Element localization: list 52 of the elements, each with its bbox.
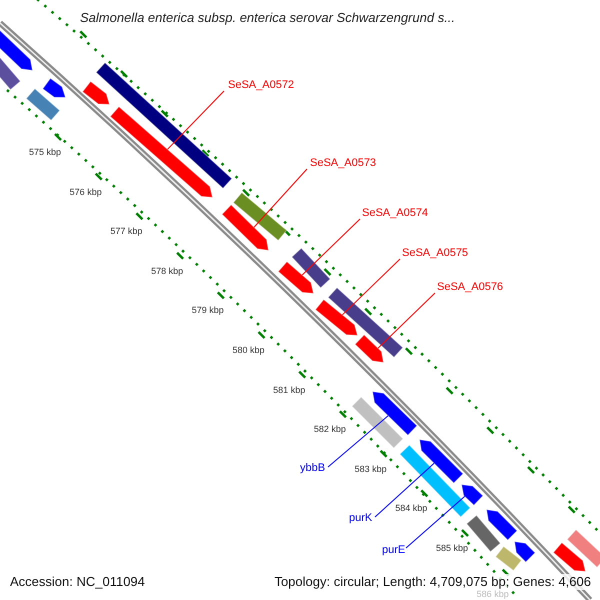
gene-feature — [221, 204, 270, 251]
position-label: 585 kbp — [436, 543, 468, 553]
accession-text: Accession: NC_011094 — [9, 574, 146, 590]
leader-line — [328, 415, 389, 468]
gene-feature — [314, 298, 358, 336]
position-label: 579 kbp — [192, 305, 224, 316]
gene-label: SeSA_A0576 — [437, 281, 504, 294]
gene-block — [26, 88, 60, 121]
gene-block — [232, 192, 288, 242]
gene-feature — [514, 541, 536, 563]
gene-block — [328, 287, 404, 358]
position-label: 582 kbp — [314, 424, 346, 434]
position-label: 586 kbp — [476, 589, 509, 599]
leader-line — [254, 168, 308, 228]
leader-line — [167, 90, 224, 150]
position-label: 581 kbp — [273, 384, 306, 395]
map-title: Salmonella enterica subsp. enterica serovar Schwarzengrund s... — [80, 9, 456, 27]
gene-feature — [354, 334, 384, 363]
gene-block — [351, 396, 404, 449]
position-label: 580 kbp — [232, 345, 265, 355]
gene-feature — [552, 542, 586, 572]
gene-feature — [278, 261, 314, 294]
gene-feature — [110, 106, 214, 198]
leader-line — [302, 218, 360, 276]
gene-feature — [42, 78, 66, 98]
gene-label: ybbB — [300, 462, 326, 475]
leader-line — [378, 292, 436, 349]
genome-summary-text: Topology: circular; Length: 4,709,075 bp; Genes: 4,606 — [273, 574, 592, 590]
leader-line — [342, 258, 400, 316]
gene-feature — [82, 80, 110, 105]
gene-feature — [372, 391, 418, 436]
gene-label: SeSA_A0572 — [228, 79, 294, 92]
leader-line — [406, 496, 466, 548]
gene-feature — [486, 509, 518, 541]
position-label: 583 kbp — [354, 464, 387, 474]
gene-label: SeSA_A0574 — [362, 207, 428, 220]
gene-block — [566, 529, 600, 568]
gene-label: purK — [349, 512, 372, 525]
gene-label: SeSA_A0573 — [310, 157, 376, 170]
gene-block — [494, 546, 522, 572]
gene-feature — [419, 439, 464, 484]
position-label: 584 kbp — [395, 503, 428, 514]
gene-feature — [460, 484, 484, 506]
position-label: 578 kbp — [151, 266, 184, 276]
gene-label: SeSA_A0575 — [402, 247, 468, 260]
gene-block — [291, 248, 331, 288]
gene-label: purE — [382, 544, 406, 557]
position-label: 575 kbp — [28, 147, 62, 157]
gene-block — [466, 514, 501, 552]
position-label: 576 kbp — [70, 186, 102, 197]
leader-line — [374, 462, 435, 518]
position-label: 577 kbp — [110, 226, 142, 236]
